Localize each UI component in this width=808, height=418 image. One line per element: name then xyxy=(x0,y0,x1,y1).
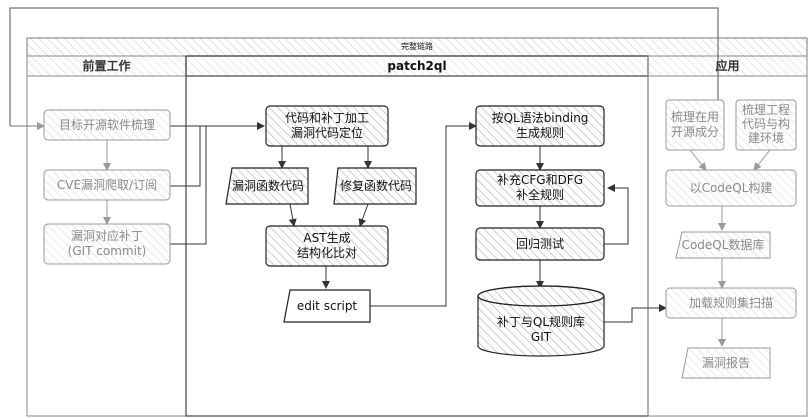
node-target-software xyxy=(43,109,171,141)
node-ast xyxy=(265,225,389,267)
node-ql-binding xyxy=(475,105,605,147)
node-edit-script xyxy=(283,289,371,323)
edge-db-scan xyxy=(604,304,667,323)
edge-env-build xyxy=(753,149,771,171)
lane-pre xyxy=(26,55,187,417)
edge-loop-top xyxy=(9,7,719,126)
edges xyxy=(9,7,771,347)
node-regression xyxy=(475,227,605,261)
node-code-patch xyxy=(265,105,389,147)
edge-cve-code xyxy=(170,126,201,187)
node-vuln-func xyxy=(225,167,309,205)
node-load-scan xyxy=(665,287,797,319)
edge-fix-ast xyxy=(358,203,369,227)
node-cfg-dfg xyxy=(475,169,605,207)
node-patch-db xyxy=(477,285,605,357)
node-codeql-build xyxy=(665,169,797,207)
node-open-source-comp xyxy=(665,99,725,151)
node-codeql-db xyxy=(675,231,771,259)
node-fix-func xyxy=(333,167,417,205)
edge-vpatch-code xyxy=(170,126,207,245)
lane-app xyxy=(647,55,808,417)
edge-comp-build xyxy=(689,149,707,171)
edge-edit-ql xyxy=(370,122,477,307)
node-vuln-report xyxy=(681,347,771,379)
node-vuln-patch xyxy=(43,223,171,265)
node-build-env xyxy=(735,99,797,151)
edge-vuln-ast xyxy=(288,203,297,227)
edge-reg-cfg-loop xyxy=(604,184,629,245)
node-cve-crawl xyxy=(43,169,171,201)
